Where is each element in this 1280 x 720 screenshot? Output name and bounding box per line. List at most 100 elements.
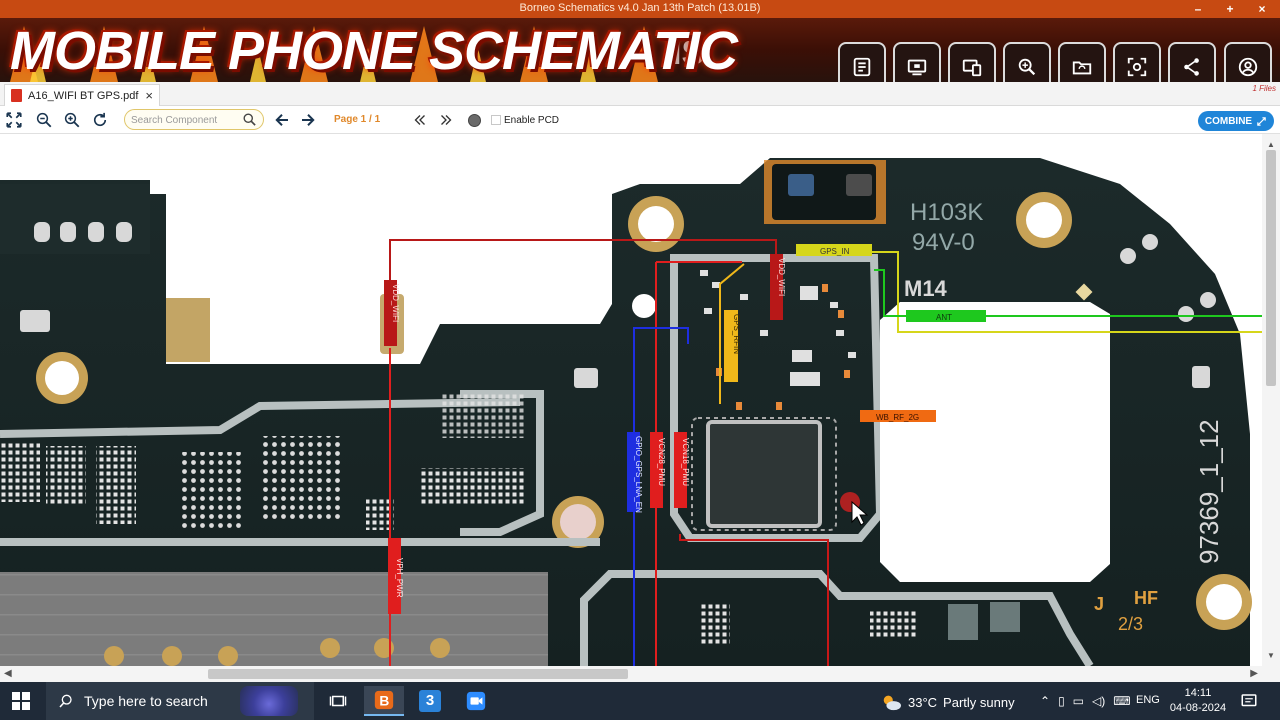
flame-decoration: [90, 26, 118, 82]
user-button[interactable]: [1224, 42, 1272, 82]
taskbar-borneo-app[interactable]: B: [364, 686, 404, 716]
scroll-left-icon[interactable]: ◀: [4, 668, 12, 679]
expand-icon: [6, 112, 22, 128]
weather-widget[interactable]: 33°C Partly sunny: [880, 692, 1015, 712]
user-icon: [1238, 57, 1258, 77]
windows-start-icon[interactable]: [12, 692, 30, 710]
flame-decoration: [300, 26, 328, 82]
fit-screen-button[interactable]: [4, 110, 24, 130]
tab-close-button[interactable]: ×: [145, 88, 153, 103]
scroll-right-icon[interactable]: ▶: [1250, 668, 1258, 679]
windows-taskbar: Type here to search B 3 33°C Partly sunn…: [0, 682, 1280, 720]
search-icon[interactable]: [242, 112, 257, 127]
chevron-up-icon[interactable]: ⌃: [1040, 694, 1051, 708]
silk-94v0: 94V-0: [912, 229, 975, 256]
arrow-left-icon: [275, 114, 288, 126]
search-icon: [59, 694, 72, 708]
top-left-pads: [34, 222, 132, 242]
close-window-button[interactable]: ×: [1258, 2, 1266, 16]
pinned-app-badge: 3: [419, 690, 441, 712]
mount-holes: [36, 192, 1252, 630]
tab-filename: A16_WIFI BT GPS.pdf: [28, 89, 139, 102]
banner-logo-fragment: IS: [672, 34, 705, 72]
tab-a16-wifi-bt-gps[interactable]: A16_WIFI BT GPS.pdf ×: [4, 84, 160, 106]
zoom-search-button[interactable]: [1003, 42, 1051, 82]
refresh-button[interactable]: [90, 110, 110, 130]
horizontal-scrollbar[interactable]: ◀ ▶: [0, 666, 1262, 682]
flame-decoration: [360, 48, 376, 82]
viewer-toolbar: Page 1 / 1 Enable PCD COMBINE: [0, 106, 1280, 134]
page-indicator: Page 1 / 1: [334, 114, 381, 125]
device-icon[interactable]: ▯: [1058, 694, 1065, 708]
taskbar-zoom-app[interactable]: [456, 686, 496, 716]
monitor-button[interactable]: [893, 42, 941, 82]
vertical-scroll-thumb[interactable]: [1266, 150, 1276, 386]
net-label: VPH_PWR: [395, 558, 404, 598]
taskbar-search[interactable]: Type here to search: [46, 682, 314, 720]
enable-pcd-checkbox[interactable]: [491, 115, 501, 125]
search-component-box: [124, 109, 264, 130]
svg-text:B: B: [379, 694, 389, 709]
maximize-button[interactable]: +: [1226, 2, 1234, 16]
clock[interactable]: 14:11 04-08-2024: [1168, 686, 1228, 716]
wifi-gps-chip: [706, 420, 822, 528]
net-label: GPS_RFIN: [732, 314, 741, 354]
last-page-button[interactable]: [436, 110, 456, 130]
search-highlight-image: [240, 686, 298, 716]
flame-decoration: [630, 26, 658, 82]
schematic-viewer[interactable]: H103K 94V-0 M14 97369_1_12 J HF 2/3: [0, 134, 1262, 666]
minimize-button[interactable]: –: [1194, 2, 1202, 16]
folder-sync-icon: [1072, 61, 1092, 75]
screenshot-button[interactable]: [1113, 42, 1161, 82]
network-icon[interactable]: ▭: [1072, 694, 1085, 708]
schematic-list-button[interactable]: [838, 42, 886, 82]
screenshot-icon: [1127, 57, 1147, 77]
taskbar-pinned-app[interactable]: 3: [410, 686, 450, 716]
folder-sync-button[interactable]: [1058, 42, 1106, 82]
double-chevron-right-icon: [441, 115, 452, 125]
window-title: Borneo Schematics v4.0 Jan 13th Patch (1…: [519, 2, 761, 14]
zoom-in-icon: [64, 112, 80, 128]
bga-chip: [180, 452, 244, 530]
vertical-scrollbar[interactable]: ▲ ▼: [1262, 134, 1280, 666]
share-icon: [1184, 58, 1199, 76]
horizontal-scroll-thumb[interactable]: [208, 669, 628, 679]
notification-button[interactable]: [1240, 692, 1258, 715]
keyboard-icon[interactable]: ⌨: [1113, 694, 1131, 708]
borneo-app-icon: B: [374, 690, 394, 710]
forward-button[interactable]: [298, 110, 318, 130]
back-button[interactable]: [272, 110, 292, 130]
files-count: 1 Files: [1252, 84, 1276, 93]
scroll-corner: [1262, 666, 1280, 682]
flame-decoration: [520, 26, 548, 82]
zoom-out-button[interactable]: [34, 110, 54, 130]
combine-button[interactable]: COMBINE: [1198, 111, 1274, 131]
devices-button[interactable]: [948, 42, 996, 82]
arrow-right-icon: [302, 114, 315, 126]
system-tray-icons: ⌃ ▯ ▭ ◁) ⌨: [1040, 694, 1131, 708]
taskbar-search-placeholder: Type here to search: [84, 693, 208, 709]
net-label: ANT: [936, 313, 952, 322]
clock-date: 04-08-2024: [1169, 702, 1227, 714]
net-label: WB_RF_2G: [876, 413, 919, 422]
task-view-button[interactable]: [318, 686, 358, 716]
task-view-icon: [329, 695, 347, 707]
temperature: 33°C: [908, 694, 938, 710]
zoom-search-icon: [1018, 58, 1036, 76]
volume-icon[interactable]: ◁): [1092, 694, 1106, 708]
silk-j: J: [1094, 594, 1104, 614]
weather-condition: Partly sunny: [943, 694, 1015, 710]
language-indicator[interactable]: ENG: [1136, 694, 1160, 706]
scroll-down-icon[interactable]: ▼: [1267, 651, 1275, 660]
search-component-input[interactable]: [131, 112, 235, 128]
net-label: GPIO_GPS_LNA_EN: [634, 436, 643, 513]
first-page-button[interactable]: [410, 110, 430, 130]
flame-decoration: [470, 48, 486, 82]
zoom-in-button[interactable]: [62, 110, 82, 130]
share-button[interactable]: [1168, 42, 1216, 82]
scroll-up-icon[interactable]: ▲: [1267, 140, 1275, 149]
devices-icon: [962, 59, 982, 77]
refresh-icon: [93, 112, 107, 127]
pcd-indicator: [468, 114, 481, 127]
flame-decoration: [190, 26, 218, 82]
